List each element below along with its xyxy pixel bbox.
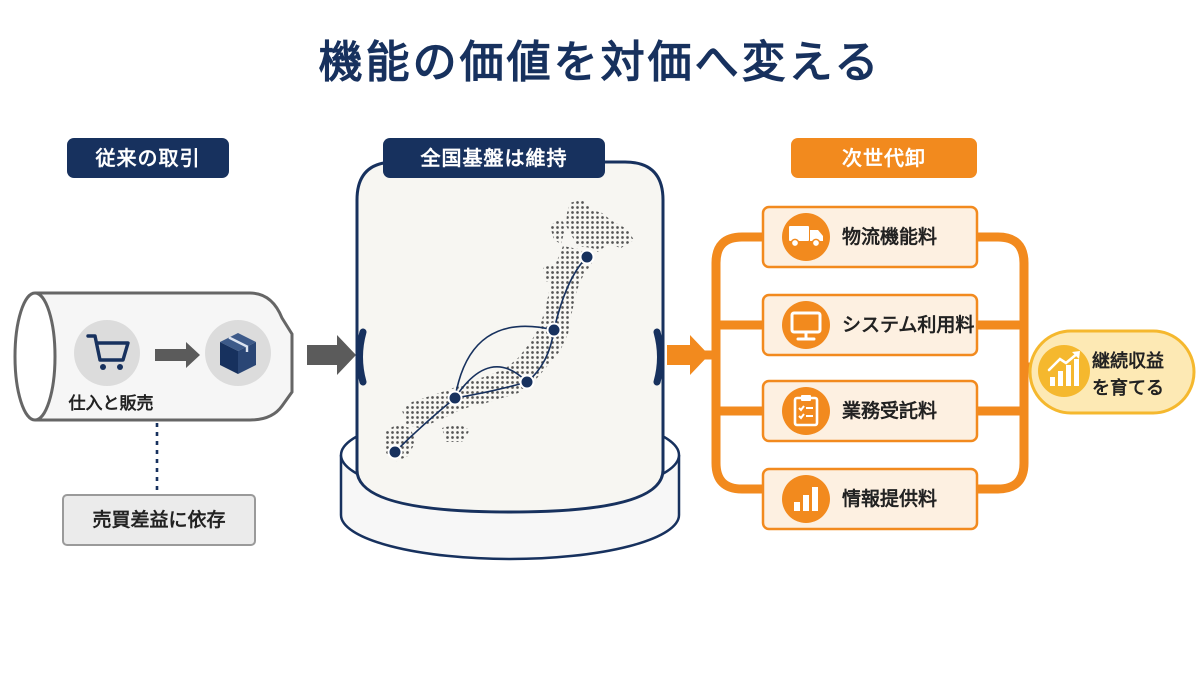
process-label: 仕入と販売: [68, 394, 154, 414]
page-title: 機能の価値を対価へ変える: [318, 37, 882, 88]
fee-information: 情報提供料: [842, 488, 938, 510]
capsule-inlet: [356, 328, 367, 386]
capsule-glass: [355, 160, 665, 514]
fee-outsourcing: 業務受託料: [842, 400, 938, 422]
fee-logistics: 物流機能料: [842, 226, 938, 248]
dependency-box: 売買差益に依存: [62, 494, 256, 546]
fee-system: システム利用料: [842, 314, 975, 336]
process-arrow: [155, 342, 200, 368]
capsule-outlet: [653, 328, 664, 386]
monitor-icon: [782, 301, 830, 349]
cart-icon: [74, 320, 140, 386]
funnel-output-arrow: [307, 335, 356, 375]
network-hubs: [387, 249, 595, 460]
bar-chart-icon: [782, 475, 830, 523]
truck-icon: [782, 213, 830, 261]
recurring-revenue-text: 継続収益 を育てる: [1092, 348, 1184, 402]
result-line-1: 継続収益: [1092, 351, 1164, 372]
national-base-header: 全国基盤は維持: [383, 138, 605, 178]
result-line-2: を育てる: [1092, 378, 1164, 399]
capsule-output-arrow: [667, 335, 709, 375]
growth-chart-icon: [1038, 345, 1090, 397]
next-gen-header: 次世代卸: [791, 138, 977, 178]
fee-distribution-lines: [703, 232, 1034, 494]
box-icon: [205, 320, 271, 386]
traditional-header: 従来の取引: [67, 138, 229, 178]
clipboard-icon: [782, 387, 830, 435]
